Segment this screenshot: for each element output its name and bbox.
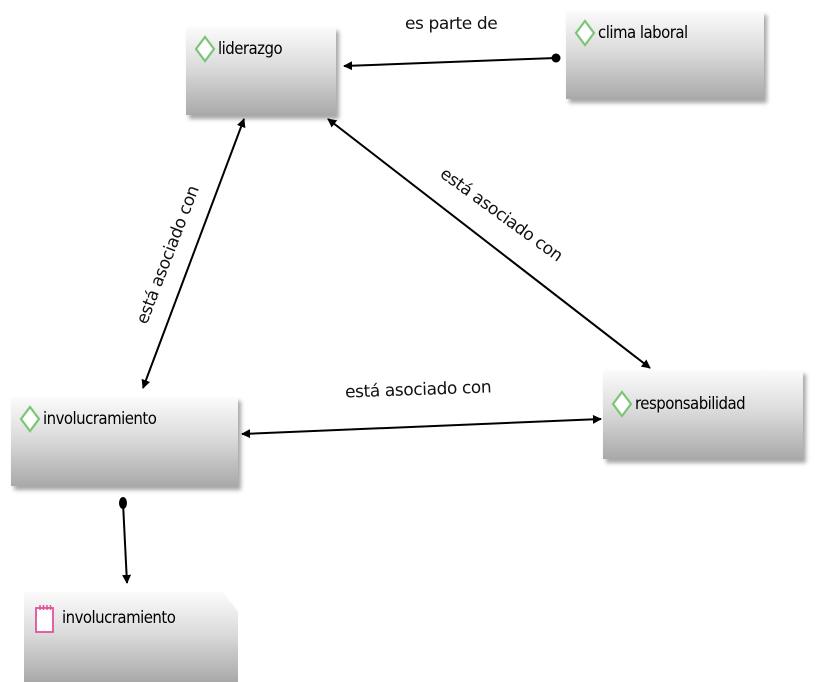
diamond-icon <box>611 390 633 418</box>
concept-node-clima-laboral[interactable]: clima laboral <box>566 11 764 99</box>
edge-start-dot <box>551 53 561 63</box>
diamond-icon <box>19 405 41 433</box>
node-label: liderazgo <box>218 39 283 59</box>
diamond-icon <box>574 19 596 47</box>
edge-liderazgo-responsabilidad[interactable] <box>327 118 651 369</box>
diamond-icon <box>194 35 216 63</box>
edge-clima-to-liderazgo[interactable] <box>343 57 557 71</box>
concept-node-involucramiento[interactable]: involucramiento <box>11 397 238 486</box>
node-label: involucramiento <box>62 608 176 628</box>
edge-involucramiento-to-doc[interactable] <box>122 502 132 584</box>
concept-node-liderazgo[interactable]: liderazgo <box>186 27 336 115</box>
resource-node-involucramiento[interactable]: involucramiento <box>24 592 238 682</box>
edge-liderazgo-involucramiento[interactable] <box>141 118 246 389</box>
document-icon <box>35 605 54 633</box>
edge-label-es-parte-de: es parte de <box>405 14 498 34</box>
node-label: responsabilidad <box>635 394 746 414</box>
node-label: clima laboral <box>598 23 688 43</box>
concept-node-responsabilidad[interactable]: responsabilidad <box>603 370 803 459</box>
edge-start-dot <box>119 497 127 509</box>
node-label: involucramiento <box>43 409 157 429</box>
edge-involucramiento-responsabilidad[interactable] <box>241 414 602 439</box>
